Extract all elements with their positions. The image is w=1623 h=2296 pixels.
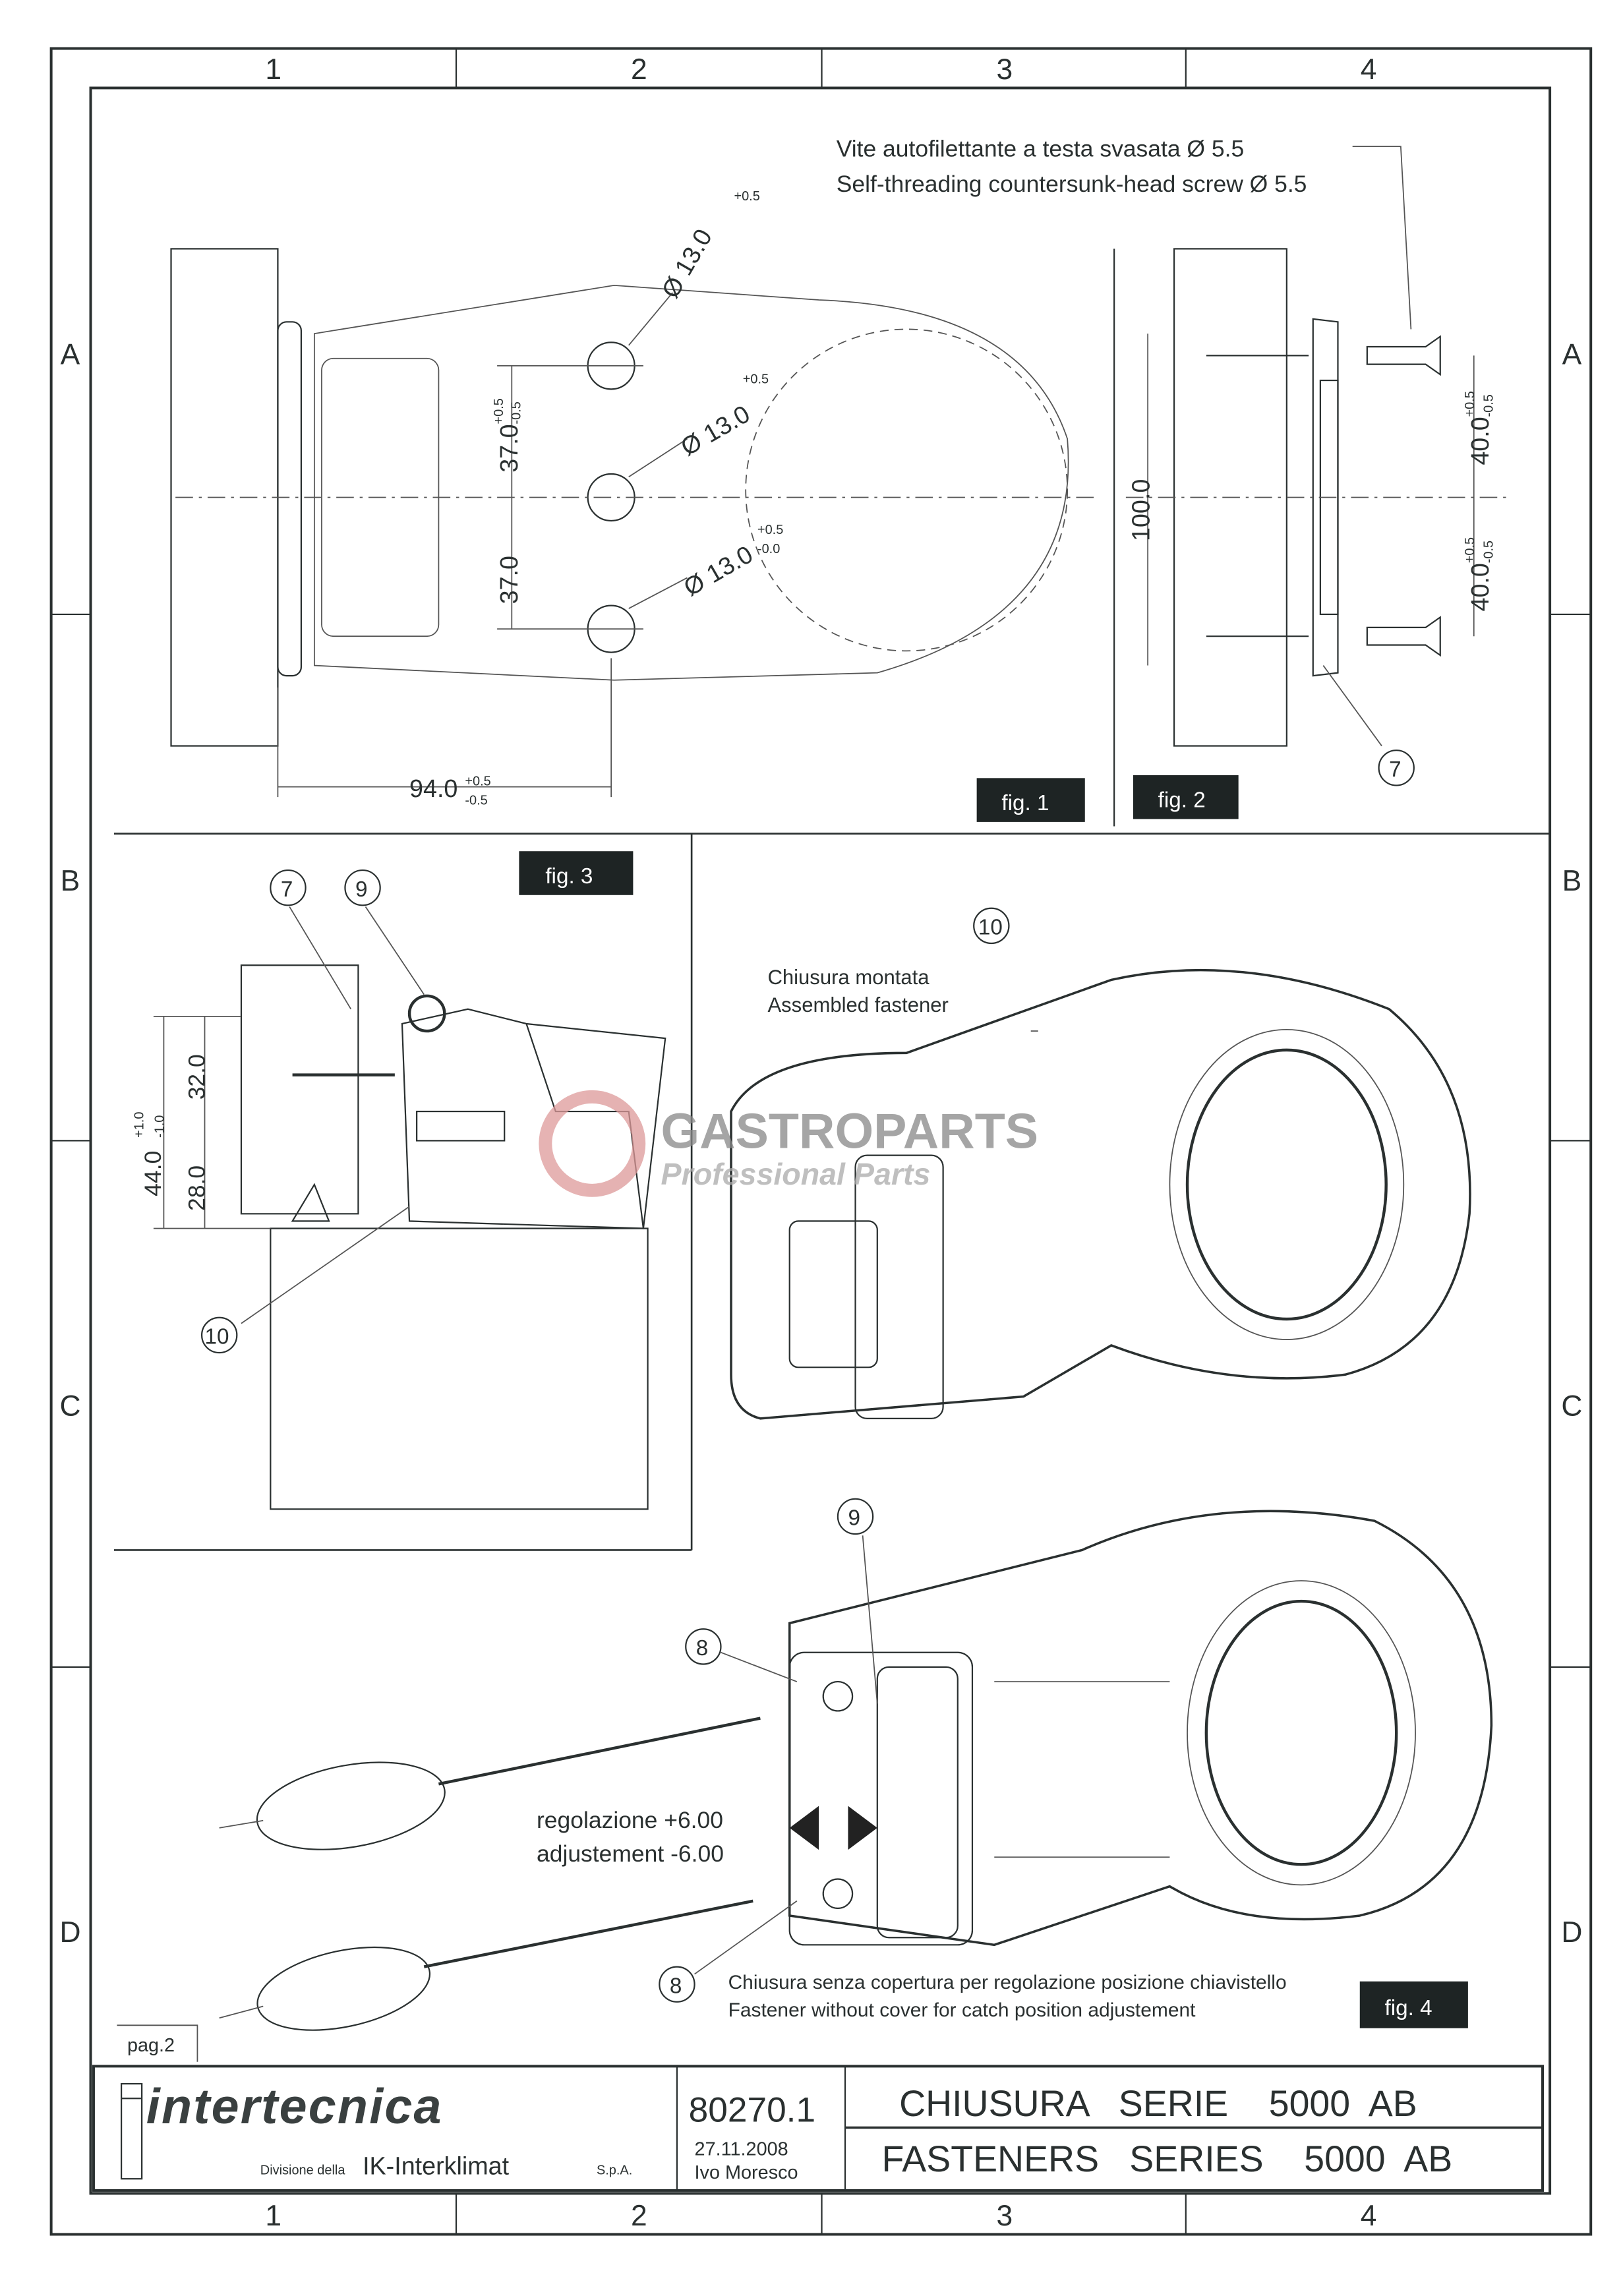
tol: -0.5 [510,401,524,424]
tol: -0.0 [757,542,780,556]
assembled-fastener-drawing [730,907,1471,1420]
title-en: FASTENERS SERIES 5000 AB [881,2138,1452,2179]
callout-8: 8 [696,1636,709,1661]
gastroparts-watermark: GASTROPARTS Professional Parts [539,1090,1039,1197]
fig3-dim-32: 32.0 [184,1054,210,1100]
tol: +0.5 [757,523,783,537]
row-label: B [61,865,80,897]
fig4-caption-en: Fastener without cover for catch positio… [728,1999,1196,2021]
title-block [92,2065,1545,2192]
company-logo: intertecnica [146,2078,443,2134]
adjustment-it: regolazione +6.00 [537,1807,723,1833]
assembled-caption-en: Assembled fastener [767,993,948,1016]
row-label: D [59,1916,80,1949]
assembled-caption-it: Chiusura montata [767,966,930,989]
title-it: CHIUSURA SERIE 5000 AB [899,2083,1417,2124]
column-label: 4 [1361,53,1377,86]
tol: +0.5 [743,372,769,386]
column-label: 3 [996,2200,1013,2232]
fig1-hole-dim-mid: Ø 13.0 [676,399,754,461]
fig1-hole-dim-top: Ø 13.0 [656,224,717,303]
fig1-spacing-top: 37.0 [495,424,523,472]
fig2-height-dim: 100.0 [1127,479,1154,541]
fig4-label: fig. 4 [1384,1996,1432,2020]
row-label: A [61,339,80,371]
callout-10: 10 [205,1325,229,1349]
row-label: D [1561,1916,1582,1949]
fig1-drawing [170,248,1097,798]
tol: -0.5 [465,793,487,808]
drawing-number: 80270.1 [689,2091,815,2130]
drawing-frame: 1 2 3 4 1 2 3 4 A B C D A B C D [49,47,1593,2236]
fig4-drawing [219,1498,1493,2031]
callout-9: 9 [848,1506,860,1531]
callout-9: 9 [355,877,368,902]
fig1-label: fig. 1 [1001,791,1049,815]
page-number: pag.2 [127,2035,175,2056]
row-label: C [59,1390,80,1422]
watermark-brand: GASTROPARTS [661,1104,1039,1159]
fig2-drawing [1125,146,1506,786]
tol: +0.5 [465,774,490,788]
tol: +1.0 [132,1112,146,1138]
division-name: IK-Interklimat [363,2152,510,2180]
tol: +0.5 [734,189,759,204]
callout-7: 7 [1389,757,1402,782]
fig3-drawing [153,851,666,1510]
drawing-author: Ivo Moresco [695,2162,798,2183]
fig1-width-dim: 94.0 [409,775,457,802]
tol: -1.0 [152,1115,167,1138]
fig2-label: fig. 2 [1158,788,1206,813]
fig4-label-box [1359,1981,1468,2028]
tol: +0.5 [492,398,506,424]
adjustment-en: adjustement -6.00 [537,1840,724,1867]
division-suffix: S.p.A. [597,2164,632,2178]
row-label: C [1561,1390,1582,1422]
division-prefix: Divisione della [260,2164,346,2178]
tol: +0.5 [1463,391,1477,417]
fig2-bot-dim: 40.0 [1466,563,1494,611]
row-label: B [1562,865,1582,897]
fig3-dim-28: 28.0 [184,1165,210,1211]
screw-note-it: Vite autofilettante a testa svasata Ø 5.… [837,136,1244,162]
column-label: 2 [631,53,647,86]
column-label: 2 [631,2200,647,2232]
callout-7: 7 [281,877,293,902]
row-label: A [1562,339,1582,371]
column-label: 4 [1361,2200,1377,2232]
tol: -0.5 [1482,541,1496,563]
screw-note-en: Self-threading countersunk-head screw Ø … [837,171,1307,197]
fig4-caption-it: Chiusura senza copertura per regolazione… [728,1972,1287,1993]
watermark-tagline: Professional Parts [661,1157,931,1191]
callout-8: 8 [670,1974,682,1999]
fig3-dim-44: 44.0 [140,1151,166,1196]
tol: +0.5 [1463,537,1477,563]
callout-10: 10 [978,916,1003,940]
fig2-label-box [1133,775,1239,819]
fig1-label-box [976,778,1085,822]
column-label: 3 [996,53,1013,86]
fig2-top-dim: 40.0 [1466,417,1494,465]
drawing-date: 27.11.2008 [695,2139,788,2160]
fig1-spacing-bot: 37.0 [495,556,523,604]
fig3-label: fig. 3 [545,864,593,889]
tol: -0.5 [1482,394,1496,417]
column-label: 1 [265,2200,281,2232]
column-label: 1 [265,53,281,86]
fig1-hole-dim-bot: Ø 13.0 [679,540,757,601]
